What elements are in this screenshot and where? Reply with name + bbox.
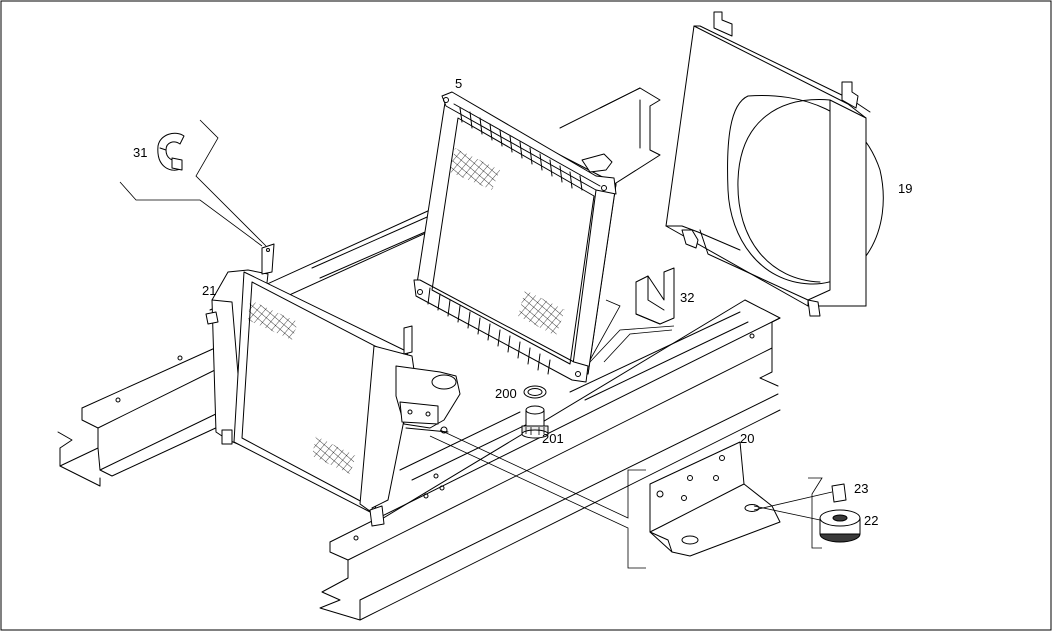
chassis-frame <box>57 87 781 621</box>
seal-ring-part-200 <box>523 385 547 399</box>
part-label-20: 20 <box>740 431 754 446</box>
drain-plug-part-201 <box>521 405 549 439</box>
part-label-200: 200 <box>495 386 517 401</box>
intercooler-part-21 <box>205 243 461 527</box>
part-label-5: 5 <box>455 76 462 91</box>
part-label-19: 19 <box>898 181 912 196</box>
washer-part-23 <box>831 483 847 503</box>
part-label-21: 21 <box>202 283 216 298</box>
radiator-part-5 <box>413 91 617 383</box>
part-label-31: 31 <box>133 145 147 160</box>
fan-shroud-part-19 <box>665 11 884 317</box>
leader-lines <box>119 119 833 569</box>
mounting-plate-part-20 <box>649 441 781 557</box>
part-label-32: 32 <box>680 290 694 305</box>
part-label-201: 201 <box>542 431 564 446</box>
part-label-22: 22 <box>864 513 878 528</box>
clip-part-31 <box>157 132 185 171</box>
bracket-part-32 <box>635 267 675 325</box>
rubber-mount-part-22 <box>819 509 861 543</box>
part-label-23: 23 <box>854 481 868 496</box>
part-labels: 31 5 19 21 32 200 201 20 23 22 <box>133 76 912 528</box>
